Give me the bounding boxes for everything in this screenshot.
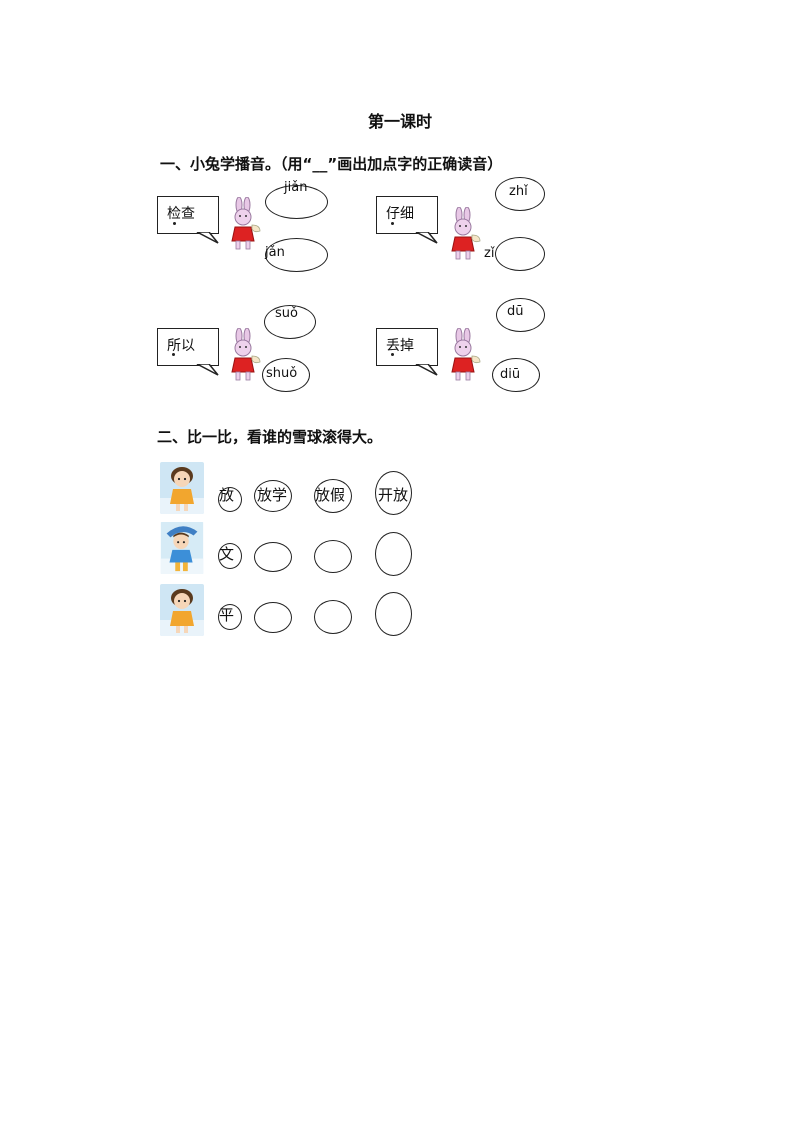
word-text: 丢掉 [386, 338, 414, 354]
pinyin-option: suǒ [275, 306, 298, 321]
emphasis-dot [391, 353, 394, 356]
pinyin-bubble: jiǎn [265, 180, 328, 219]
section-1-heading: 一、小兔学播音。（用“__”画出加点字的正确读音） [160, 155, 503, 173]
pinyin-option: dū [507, 304, 524, 319]
pinyin-option: zǐ [484, 246, 495, 261]
section-2-heading: 二、比一比，看谁的雪球滚得大。 [157, 428, 383, 446]
word-box: 仔细 [376, 196, 438, 234]
word-text: 放学 [257, 486, 288, 504]
snowball-medium [314, 479, 352, 513]
box-tail [415, 232, 438, 244]
snowball-large [375, 592, 412, 636]
pinyin-bubble: dū [496, 298, 545, 332]
rabbit-icon [231, 328, 261, 381]
pinyin-bubble: jǎn [265, 238, 328, 272]
word-box: 检查 [157, 196, 219, 234]
snowball-large [375, 532, 412, 576]
pinyin-bubble: diū [492, 358, 540, 392]
rabbit-icon [451, 328, 481, 381]
box-tail [196, 364, 219, 376]
snowball-medium [254, 602, 292, 633]
rabbit-icon [231, 197, 261, 250]
page-title: 第一课时 [367, 112, 432, 131]
box-tail [196, 232, 219, 244]
word-box: 所以 [157, 328, 219, 366]
word-text: 开放 [378, 486, 409, 504]
pinyin-bubble: zhǐ [495, 177, 545, 211]
pinyin-option: diū [500, 367, 521, 382]
snowball-small [218, 487, 242, 512]
snowball-medium [314, 540, 352, 573]
emphasis-dot [391, 222, 394, 225]
word-text: 放假 [315, 486, 346, 504]
word-text: 所以 [167, 338, 195, 354]
pinyin-option: jiǎn [284, 180, 308, 195]
girl-icon [160, 462, 204, 514]
base-character: 文 [219, 545, 235, 563]
rabbit-icon [451, 207, 481, 260]
pinyin-option: jǎn [265, 245, 285, 260]
snowball-small [218, 543, 242, 569]
pinyin-bubble: suǒ [264, 305, 316, 339]
word-text: 仔细 [386, 206, 414, 222]
snowball-medium [254, 542, 292, 572]
snowball-large [375, 471, 412, 515]
pinyin-bubble: shuǒ [262, 358, 310, 392]
girl-icon [160, 522, 204, 574]
base-character: 平 [219, 606, 235, 624]
pinyin-bubble: zǐ [484, 237, 545, 271]
emphasis-dot [172, 353, 175, 356]
snowball-small [218, 604, 242, 630]
word-box: 丢掉 [376, 328, 438, 366]
emphasis-dot [173, 222, 176, 225]
word-text: 检查 [167, 206, 195, 222]
pinyin-option: shuǒ [266, 366, 298, 381]
snowball-medium [314, 600, 352, 634]
base-character: 放 [219, 486, 235, 504]
girl-icon [160, 584, 204, 636]
snowball-medium [254, 480, 292, 512]
pinyin-option: zhǐ [509, 184, 528, 199]
box-tail [415, 364, 438, 376]
